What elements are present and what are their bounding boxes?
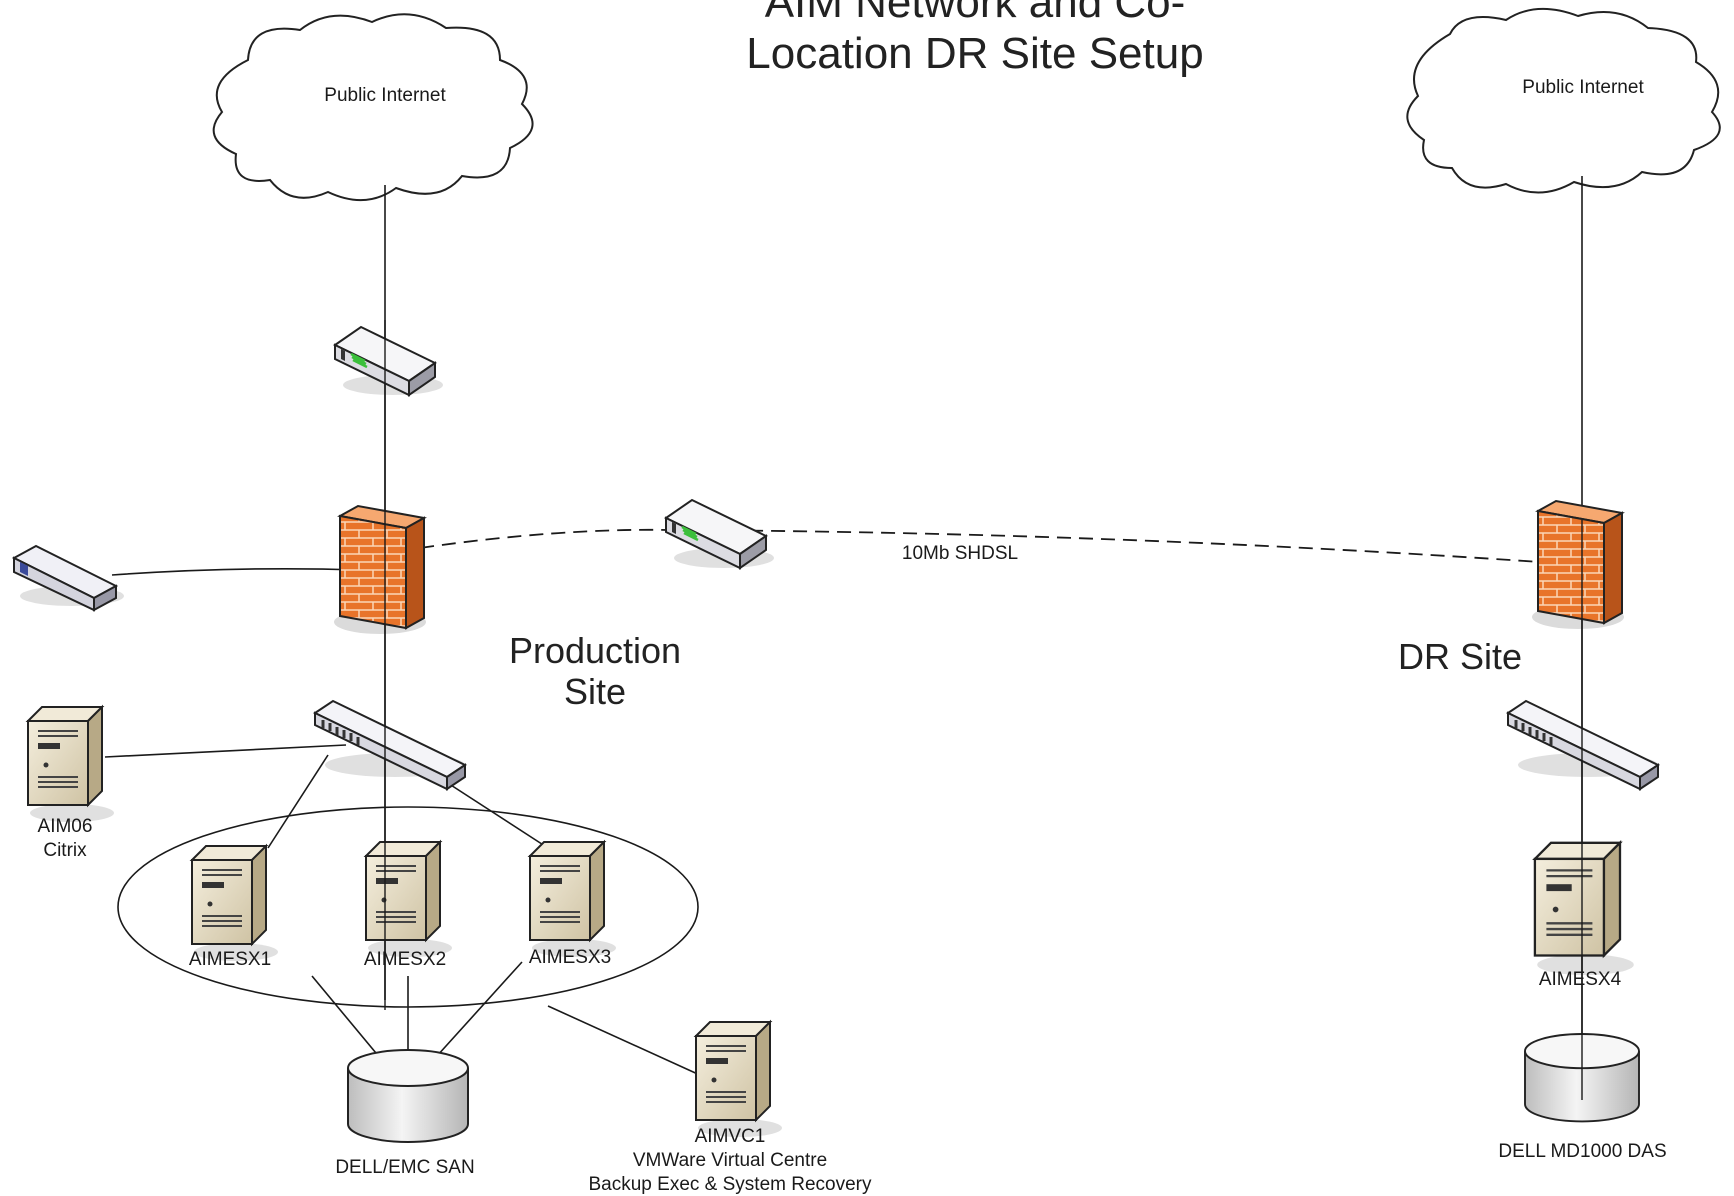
aimesx2-label: AIMESX2 xyxy=(363,949,447,970)
san-label: DELL/EMC SAN xyxy=(335,1157,475,1178)
aimesx1-label: AIMESX1 xyxy=(188,949,272,970)
cloud-right-shape xyxy=(1406,7,1721,194)
cloud-left-shape xyxy=(212,13,534,202)
aim06-label: AIM06 Citrix xyxy=(10,815,120,863)
shdsl-modem xyxy=(664,498,776,570)
diagram-title: AIM Network and Co- Location DR Site Set… xyxy=(660,0,1290,79)
esx-cluster-ellipse xyxy=(117,806,699,1008)
server-aimesx2 xyxy=(365,841,453,958)
server-aim06 xyxy=(27,706,115,823)
production-site-line1: Production xyxy=(508,630,682,671)
title-line2: Location DR Site Setup xyxy=(746,28,1204,78)
overlay-lines xyxy=(384,320,1583,1100)
dmz-hub xyxy=(13,545,125,611)
connection-lines xyxy=(104,176,1583,1090)
aimesx4-label: AIMESX4 xyxy=(1538,969,1622,990)
storage-dell-emc-san xyxy=(347,1049,469,1143)
aimvc1-label: AIMVC1 VMWare Virtual Centre Backup Exec… xyxy=(555,1125,905,1196)
production-site-line2: Site xyxy=(563,671,627,713)
firewall-dr xyxy=(1531,500,1625,630)
switch-dr xyxy=(1506,699,1660,791)
dr-site-label: DR Site xyxy=(1397,636,1523,677)
server-aimesx1 xyxy=(191,845,279,962)
production-site-label: Production Site xyxy=(480,630,710,713)
firewall-production xyxy=(333,505,427,635)
aim06-role: Citrix xyxy=(43,839,87,861)
das-label: DELL MD1000 DAS xyxy=(1498,1141,1667,1162)
server-aimvc1 xyxy=(695,1021,783,1138)
aimvc1-role1: VMWare Virtual Centre xyxy=(632,1149,828,1171)
aimesx3-label: AIMESX3 xyxy=(528,947,612,968)
shdsl-link-line xyxy=(419,528,1541,563)
server-aimesx4 xyxy=(1533,841,1635,977)
aimvc1-role2: Backup Exec & System Recovery xyxy=(588,1173,872,1195)
router-left xyxy=(333,325,445,397)
title-line1: AIM Network and Co- xyxy=(764,0,1186,27)
cloud-right-label: Public Internet xyxy=(1522,77,1644,98)
cloud-left-label: Public Internet xyxy=(324,85,446,106)
aimvc1-name: AIMVC1 xyxy=(694,1126,766,1147)
server-aimesx3 xyxy=(529,841,617,958)
aim06-name: AIM06 xyxy=(37,816,93,837)
shdsl-link-label: 10Mb SHDSL xyxy=(901,543,1019,564)
